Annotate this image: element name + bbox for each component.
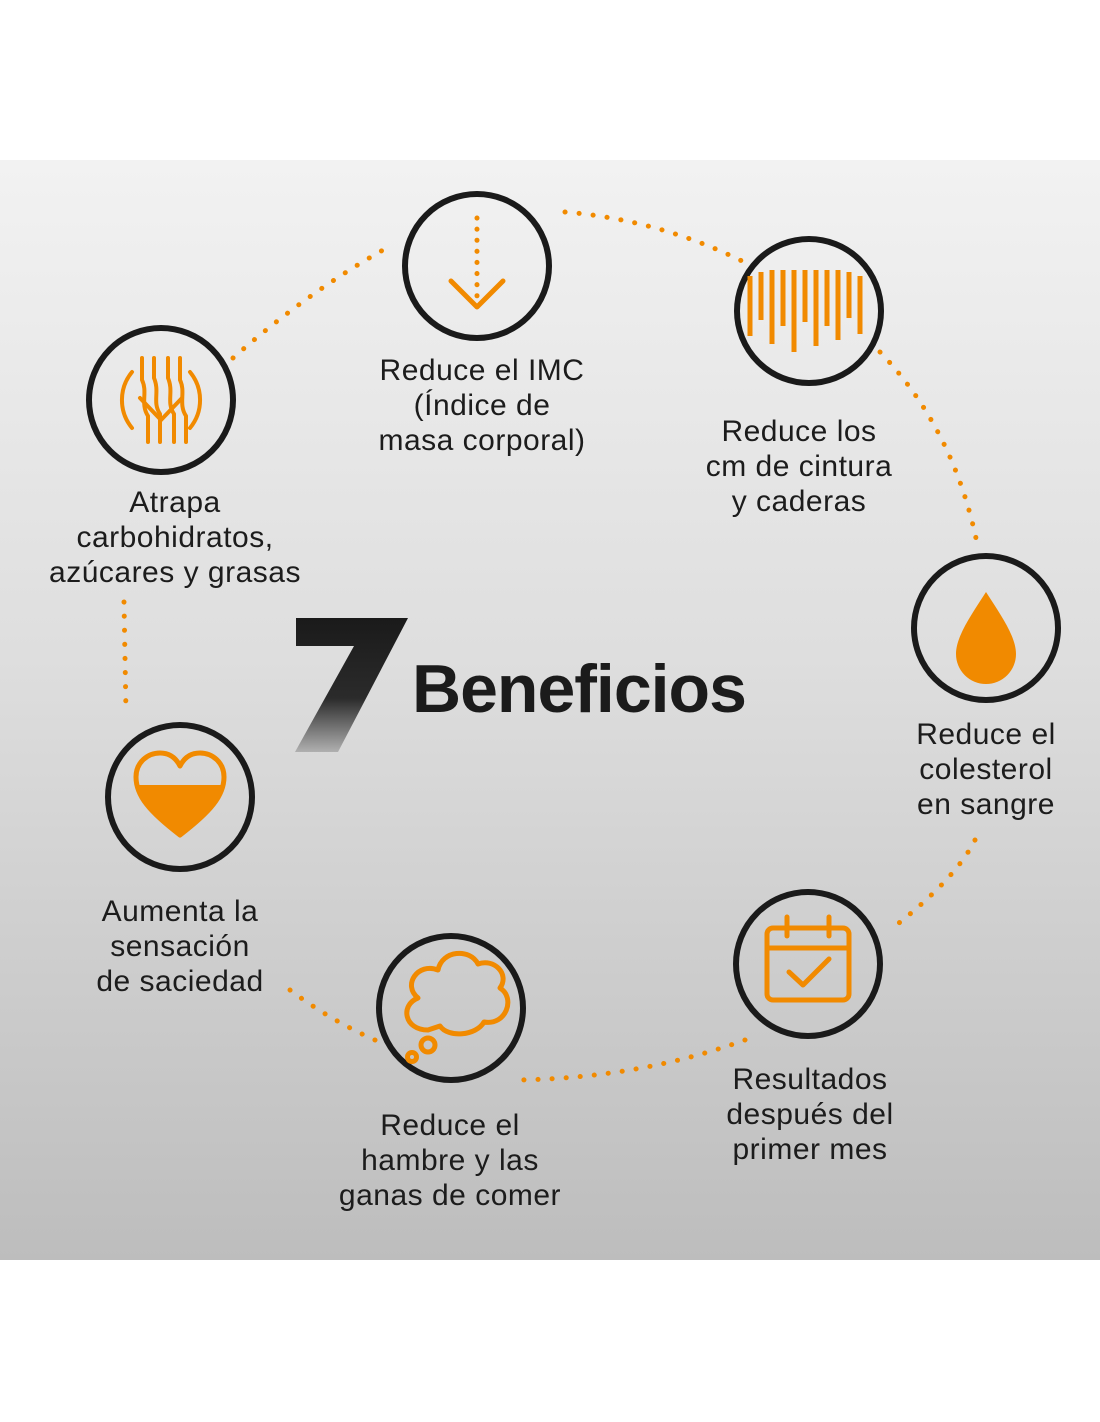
- dotted-connectors: [121, 209, 981, 1083]
- benefit-label-carbs: Atrapa carbohidratos, azúcares y grasas: [49, 486, 301, 589]
- waist-circle: [734, 236, 884, 386]
- intestine-icon: [120, 356, 202, 444]
- thought-cloud-icon: [404, 950, 511, 1064]
- calendar-circle: [733, 889, 883, 1039]
- benefit-label-cholesterol: Reduce el colesterol en sangre: [916, 718, 1056, 821]
- connector: [887, 837, 978, 933]
- title-beneficios: Beneficios: [412, 651, 747, 727]
- measuring-tape-icon: [747, 270, 863, 352]
- connector: [121, 599, 129, 715]
- seven-numeral: [295, 618, 408, 752]
- down-arrow-icon: [448, 215, 506, 310]
- drop-icon: [956, 592, 1016, 684]
- benefit-label-imc: Reduce el IMC (Índice de masa corporal): [378, 354, 586, 457]
- carbs-circle: [86, 325, 236, 475]
- connector: [562, 209, 747, 265]
- connector: [230, 242, 395, 361]
- connector: [877, 349, 981, 551]
- benefit-label-satiety: Aumenta la sensación de saciedad: [96, 895, 264, 998]
- hunger-circle: [376, 933, 526, 1083]
- benefit-label-hunger: Reduce el hambre y las ganas de comer: [338, 1109, 562, 1212]
- benefit-label-results: Resultados después del primer mes: [726, 1063, 894, 1166]
- cholesterol-circle: [911, 553, 1061, 703]
- infographic-panel: [0, 160, 1100, 1260]
- imc-circle: [402, 191, 552, 341]
- connector: [515, 1037, 748, 1083]
- benefit-label-waist: Reduce los cm de cintura y caderas: [705, 415, 893, 518]
- heart-icon: [133, 750, 227, 838]
- calendar-check-icon: [764, 914, 852, 1003]
- satiety-circle: [105, 722, 255, 872]
